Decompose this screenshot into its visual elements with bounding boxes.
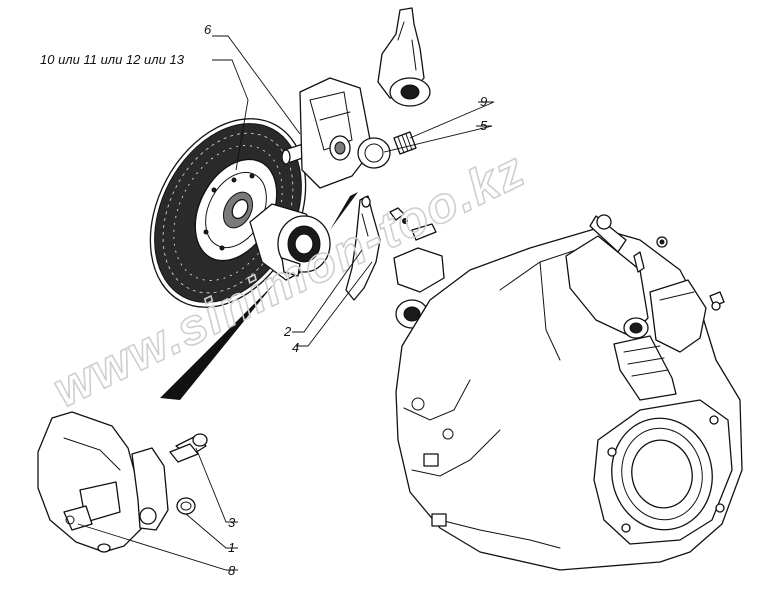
release-lever-assembly (377, 7, 431, 107)
bearing-5 (357, 137, 391, 169)
callout-2: 2 (283, 324, 292, 339)
release-bearing (249, 203, 331, 281)
callout-9: 9 (480, 94, 487, 109)
callout-6: 6 (204, 22, 212, 37)
hydraulic-fittings (633, 236, 725, 311)
release-fork-4 (345, 195, 381, 301)
leader-lines (77, 35, 495, 571)
callout-5: 5 (480, 118, 488, 133)
callout-10-13: 10 или 11 или 12 или 13 (40, 52, 185, 67)
callout-1: 1 (228, 540, 235, 555)
needle-bearing-9 (393, 131, 417, 155)
clutch-fork-housing (299, 77, 373, 189)
callout-labels: 6 10 или 11 или 12 или 13 9 5 2 4 3 1 8 (40, 22, 488, 578)
slave-cylinder (565, 214, 707, 401)
fork-detail-view (37, 411, 208, 553)
callout-8: 8 (228, 563, 236, 578)
detail-callout-wedges (160, 192, 358, 400)
callout-3: 3 (228, 515, 236, 530)
callout-4: 4 (292, 340, 299, 355)
